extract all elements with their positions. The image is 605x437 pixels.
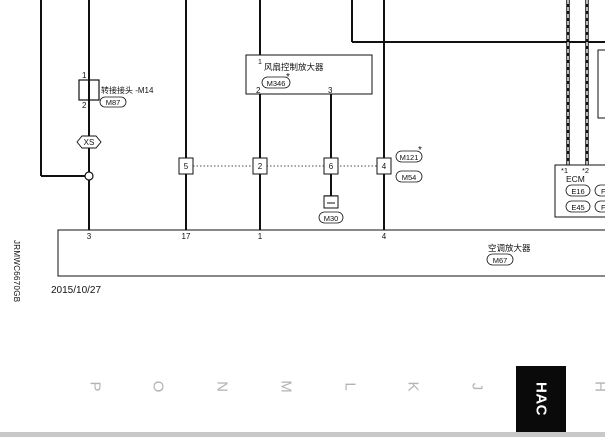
ecm-e16-oval: [565, 184, 591, 197]
fan-amp-star: *: [286, 72, 290, 83]
relay-pin-bottom: 2: [82, 101, 87, 110]
ac-pin-17: 17: [182, 232, 191, 241]
diagram-code: JRMWC6670GB: [12, 240, 21, 303]
section-letter-m[interactable]: M: [277, 380, 295, 393]
m30-oval: [318, 211, 344, 224]
section-letter-l[interactable]: L: [341, 382, 359, 391]
joint-box-5: [178, 157, 194, 175]
section-letter-h[interactable]: H: [592, 377, 605, 397]
m121-oval: [395, 150, 423, 163]
ecm-f1-oval: [594, 184, 605, 197]
ecm-star-2: *2: [582, 166, 589, 175]
ecm-e45-code: E45: [571, 203, 584, 212]
right-edge-box: [597, 49, 605, 119]
m54-code: M54: [402, 173, 417, 182]
ac-amp-code: M67: [493, 256, 508, 265]
section-letter-j[interactable]: J: [468, 382, 486, 391]
fan-amp-code: M346: [267, 79, 286, 88]
joint-pin-6: 6: [329, 162, 334, 171]
ac-amp-box: [57, 229, 605, 277]
m121-star: *: [418, 145, 422, 156]
relay-connector-label: 转接接头 -M14: [101, 85, 154, 95]
revision-date: 2015/10/27: [51, 285, 102, 296]
fan-amp-code-oval: [261, 76, 291, 89]
ecm-label: ECM: [566, 174, 585, 184]
fan-amp-pin-1: 1: [258, 59, 262, 66]
joint-box-6: [323, 157, 339, 175]
footer-bar: [0, 432, 605, 437]
joint-pin-4: 4: [382, 162, 387, 171]
ac-amp-code-oval: [486, 253, 514, 266]
ecm-f2-code: F: [601, 203, 605, 212]
relay-pin-top: 1: [82, 71, 87, 80]
joint-pin-2: 2: [258, 162, 263, 171]
ecm-f1-code: F: [601, 187, 605, 196]
fan-amp-box: [245, 54, 373, 95]
ground-box: [323, 195, 339, 209]
section-letter-n[interactable]: N: [213, 381, 231, 392]
joint-box-4: [376, 157, 392, 175]
ecm-e16-code: E16: [571, 187, 584, 196]
ecm-f2-oval: [594, 200, 605, 213]
section-index: P O N M L K J H: [0, 378, 605, 408]
relay-connector-code: M87: [106, 98, 121, 107]
m30-code: M30: [324, 214, 339, 223]
relay-connector-code-oval: [99, 96, 127, 108]
joint-pin-5: 5: [184, 162, 189, 171]
fan-amp-pin-2: 2: [256, 86, 261, 95]
ac-pin-3: 3: [87, 232, 92, 241]
hac-tab-label: HAC: [532, 382, 550, 416]
joint-box-2: [252, 157, 268, 175]
ecm-star-1: *1: [561, 166, 568, 175]
splice-point: [84, 171, 94, 181]
section-letter-p[interactable]: P: [86, 381, 104, 392]
ac-pin-4: 4: [382, 232, 387, 241]
ac-amp-label: 空调放大器: [488, 243, 531, 253]
m54-oval: [395, 170, 423, 183]
ecm-e45-oval: [565, 200, 591, 213]
m121-code: M121: [400, 153, 419, 162]
fan-amp-pin-3: 3: [328, 86, 333, 95]
fan-amp-label: 风扇控制放大器: [264, 62, 324, 72]
section-letter-k[interactable]: K: [404, 381, 422, 392]
hac-section-tab[interactable]: HAC: [516, 366, 566, 432]
xs-label: XS: [84, 138, 95, 147]
section-letter-o[interactable]: O: [149, 380, 167, 393]
xs-hexagon: [76, 135, 102, 149]
ac-pin-1: 1: [258, 232, 263, 241]
